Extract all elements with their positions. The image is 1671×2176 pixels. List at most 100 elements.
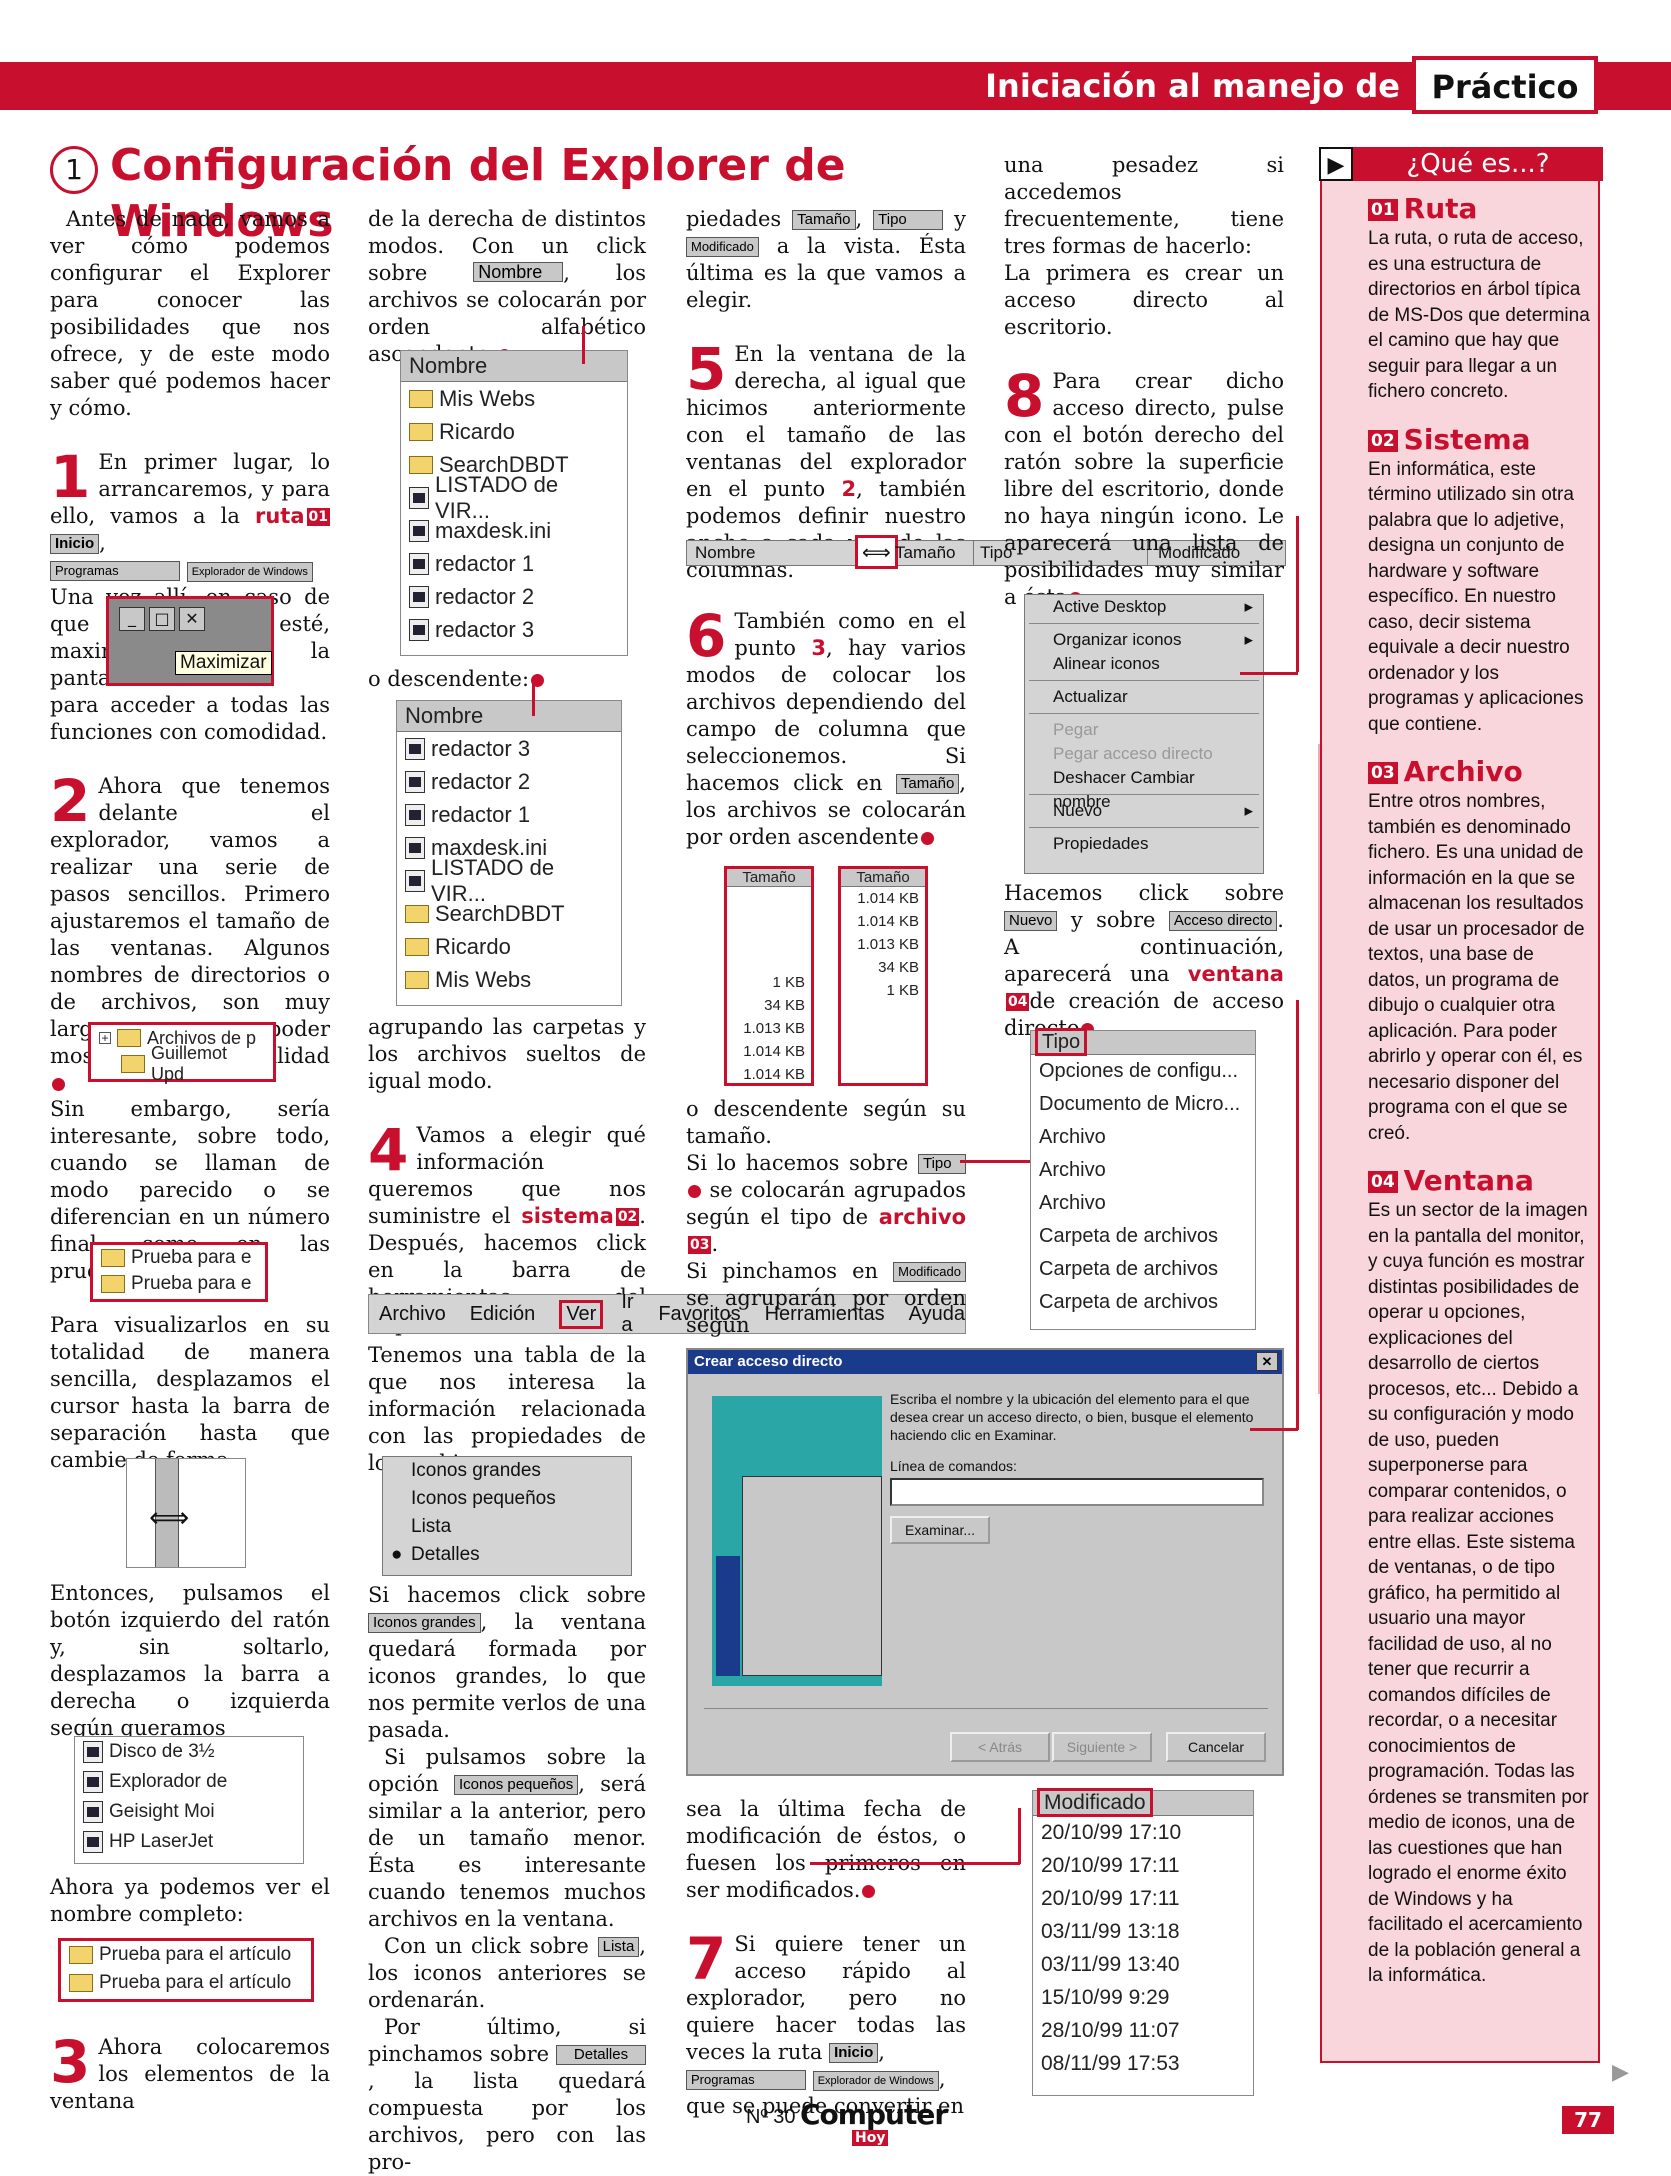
list-item[interactable]: redactor 3	[401, 613, 627, 646]
nuevo-button[interactable]: Nuevo	[1004, 911, 1058, 931]
step-7-text: Si quiere tener un acceso rápido al expl…	[686, 1932, 966, 2064]
lista-button[interactable]: Lista	[597, 1937, 640, 1957]
inicio-button[interactable]: Inicio	[50, 534, 100, 554]
link-ventana[interactable]: ventana	[1187, 962, 1284, 986]
menu-edicion[interactable]: Edición	[469, 1302, 536, 1325]
link-archivo[interactable]: archivo	[878, 1205, 966, 1229]
menu-item-nuevo[interactable]: Nuevo▸	[1025, 799, 1263, 823]
column-header-tamano[interactable]: Tamaño	[841, 869, 925, 887]
tamano-button[interactable]: Tamaño	[792, 210, 856, 230]
list-item[interactable]: maxdesk.ini	[401, 514, 627, 547]
list-item[interactable]: HP LaserJet	[75, 1827, 303, 1857]
list-item[interactable]: SearchDBDT	[401, 448, 627, 481]
list-item[interactable]: Prueba para e	[93, 1271, 265, 1297]
list-item[interactable]: Ricardo	[397, 930, 621, 963]
list-item[interactable]: Ricardo	[401, 415, 627, 448]
menu-item-organizar-iconos[interactable]: Organizar iconos▸	[1025, 628, 1263, 652]
detalles-button[interactable]: Detalles	[556, 2045, 646, 2065]
list-item[interactable]: Disco de 3½	[75, 1737, 303, 1767]
menu-item-lista[interactable]: Lista	[411, 1516, 452, 1537]
cancel-button[interactable]: Cancelar	[1166, 1732, 1266, 1762]
column-header-nombre[interactable]: Nombre	[397, 701, 621, 732]
badge-01: 01	[306, 508, 330, 526]
acceso-directo-button[interactable]: Acceso directo	[1168, 911, 1278, 931]
list-item[interactable]: maxdesk.ini	[397, 831, 621, 864]
list-item[interactable]: Mis Webs	[401, 382, 627, 415]
resize-cursor-icon: ⟺	[855, 535, 898, 569]
column-header-tipo[interactable]: Tipo	[1031, 1028, 1255, 1056]
list-item[interactable]: Prueba para el artículo	[61, 1941, 311, 1969]
iconos-pequenos-button[interactable]: Iconos pequeños	[454, 1775, 579, 1795]
menu-item-propiedades[interactable]: Propiedades	[1053, 834, 1149, 853]
explorador-button[interactable]: Explorador de Windows	[812, 2071, 939, 2091]
list-item[interactable]: LISTADO de VIR...	[397, 855, 621, 906]
next-button[interactable]: Siguiente >	[1052, 1732, 1152, 1762]
iconos-grandes-button[interactable]: Iconos grandes	[368, 1613, 481, 1633]
maximize-icon[interactable]: □	[149, 607, 175, 631]
programas-button[interactable]: Programas	[686, 2070, 806, 2090]
menu-favoritos[interactable]: Favoritos	[658, 1302, 741, 1325]
link-ruta[interactable]: ruta	[254, 504, 305, 528]
list-item[interactable]: redactor 1	[401, 547, 627, 580]
col-header-tamano[interactable]: Tamaño	[895, 543, 956, 562]
menu-ver[interactable]: Ver	[559, 1299, 604, 1329]
brand-logo: Computer	[800, 2098, 948, 2131]
command-line-input[interactable]	[890, 1478, 1264, 1506]
list-item[interactable]: Geisight Moi	[75, 1797, 303, 1827]
programas-button[interactable]: Programas	[50, 561, 180, 581]
list-item[interactable]: Explorador de	[75, 1767, 303, 1797]
column-header-nombre[interactable]: Nombre	[401, 351, 627, 382]
link-sistema[interactable]: sistema	[521, 1204, 614, 1228]
browse-button[interactable]: Examinar...	[890, 1516, 990, 1544]
tipo-button[interactable]: Tipo	[917, 1154, 966, 1174]
menu-ir-a[interactable]: Ir a	[621, 1291, 634, 1336]
tipo-button[interactable]: Tipo	[873, 210, 944, 230]
col-header-tipo[interactable]: Tipo	[973, 541, 1012, 565]
list-item: Carpeta de archivos	[1039, 1225, 1218, 1247]
column-header-tamano[interactable]: Tamaño	[727, 869, 811, 887]
menu-item-deshacer[interactable]: Deshacer Cambiar nombre	[1053, 768, 1195, 811]
column-2e: Si hacemos click sobre Iconos grandes, l…	[368, 1582, 646, 2176]
tree-item[interactable]: Guillemot Upd	[91, 1043, 273, 1084]
modificado-button[interactable]: Modificado	[686, 237, 759, 257]
tree-snippet: +Archivos de p Guillemot Upd	[88, 1022, 276, 1084]
tree-item[interactable]: +Archivos de p	[91, 1025, 273, 1051]
menu-item-alinear-iconos[interactable]: Alinear iconos	[1053, 654, 1160, 673]
column-header-modificado[interactable]: Modificado	[1033, 1788, 1253, 1817]
tamano-button[interactable]: Tamaño	[895, 774, 960, 794]
column-3c: o descendente según su tamaño. Si lo hac…	[686, 1097, 966, 1337]
menu-item-iconos-pequenos[interactable]: Iconos pequeños	[411, 1488, 556, 1509]
list-item[interactable]: Prueba para e	[93, 1245, 265, 1271]
col4-text-c: Hacemos click sobre	[1004, 881, 1284, 905]
list-item[interactable]: Prueba para el artículo	[61, 1969, 311, 1997]
menu-item-active-desktop[interactable]: Active Desktop▸	[1025, 595, 1263, 619]
list-item[interactable]: redactor 1	[397, 798, 621, 831]
minimize-icon[interactable]: _	[119, 607, 145, 631]
list-item[interactable]: Mis Webs	[397, 963, 621, 996]
inicio-button[interactable]: Inicio	[829, 2043, 879, 2063]
step-2-text-d: Entonces, pulsamos el botón izquierdo de…	[50, 1581, 330, 1740]
dialog-close-button[interactable]: ✕	[1256, 1352, 1278, 1371]
list-item[interactable]: redactor 2	[401, 580, 627, 613]
back-button[interactable]: < Atrás	[950, 1732, 1050, 1762]
col2-text-g: Si pulsamos sobre la opción	[368, 1745, 646, 1796]
list-item[interactable]: redactor 2	[397, 765, 621, 798]
list-item[interactable]: SearchDBDT	[397, 897, 621, 930]
menu-herramientas[interactable]: Herramientas	[764, 1302, 885, 1325]
list-item[interactable]: redactor 3	[397, 732, 621, 765]
close-icon[interactable]: ✕	[179, 607, 205, 631]
explorador-button[interactable]: Explorador de Windows	[186, 562, 313, 582]
menu-item-iconos-grandes[interactable]: Iconos grandes	[411, 1460, 541, 1481]
ref-3: 3	[811, 636, 826, 660]
glossary-def-sistema: En informática, este término utilizado s…	[1368, 458, 1584, 735]
menu-item-detalles[interactable]: ●Detalles	[383, 1541, 631, 1569]
modificado-button[interactable]: Modificado	[893, 1262, 966, 1282]
menu-archivo[interactable]: Archivo	[379, 1302, 446, 1325]
menu-ayuda[interactable]: Ayuda	[908, 1302, 965, 1325]
nombre-button[interactable]: Nombre	[473, 262, 564, 282]
col-header-modificado[interactable]: Modificado	[1147, 541, 1240, 565]
list-item[interactable]: LISTADO de VIR...	[401, 472, 627, 523]
menu-item-actualizar[interactable]: Actualizar	[1053, 687, 1128, 706]
col-header-nombre[interactable]: Nombre	[695, 543, 756, 562]
